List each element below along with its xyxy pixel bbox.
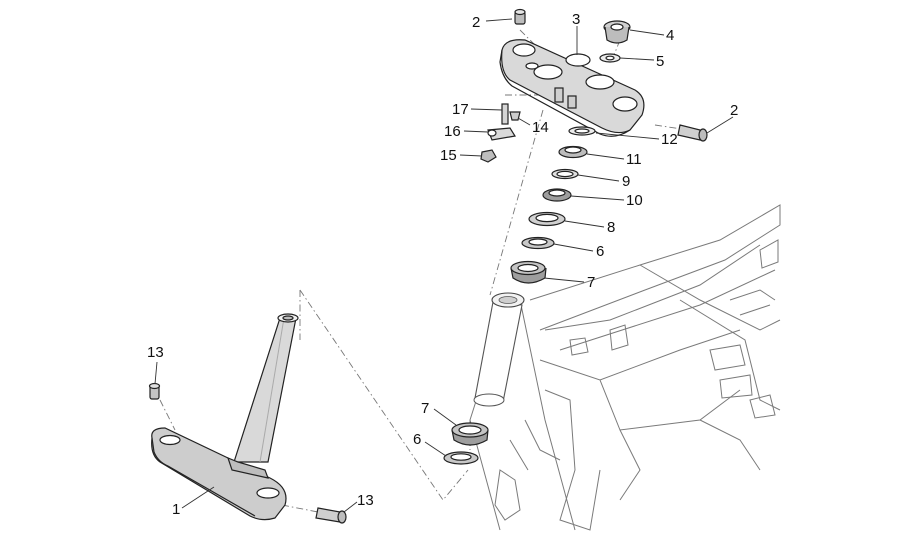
callout-9: 9 bbox=[622, 173, 630, 190]
callout-8: 8 bbox=[607, 219, 615, 236]
callout-2-side: 2 bbox=[730, 102, 738, 119]
bracket-16 bbox=[487, 127, 516, 141]
callout-6-upper: 6 bbox=[596, 243, 604, 260]
callout-7-lower: 7 bbox=[421, 400, 429, 417]
callout-2-top: 2 bbox=[472, 14, 480, 31]
bearing-7-lower bbox=[451, 422, 489, 446]
nut-10 bbox=[542, 188, 572, 202]
callout-12: 12 bbox=[661, 131, 678, 148]
bolt-2-side bbox=[677, 124, 708, 142]
callout-4: 4 bbox=[666, 27, 674, 44]
callout-3: 3 bbox=[572, 11, 580, 28]
callout-5: 5 bbox=[656, 53, 664, 70]
callout-15: 15 bbox=[440, 147, 457, 164]
seal-8 bbox=[528, 211, 566, 227]
bearing-7-upper bbox=[510, 260, 547, 284]
race-6-lower bbox=[443, 451, 479, 465]
callout-7-upper: 7 bbox=[587, 274, 595, 291]
washer-5 bbox=[599, 53, 621, 63]
callout-10: 10 bbox=[626, 192, 643, 209]
clip-14 bbox=[509, 111, 521, 121]
callout-11: 11 bbox=[626, 151, 642, 168]
cap-4 bbox=[603, 20, 631, 44]
ring-12 bbox=[568, 126, 596, 136]
nut-11 bbox=[558, 145, 588, 159]
bolt-2-top bbox=[514, 8, 526, 25]
lower-triple-clamp-stem bbox=[151, 313, 299, 521]
callout-16: 16 bbox=[444, 123, 461, 140]
race-6-upper bbox=[521, 236, 555, 250]
nut-15 bbox=[480, 149, 497, 163]
steering-head-tube bbox=[473, 292, 525, 407]
leader-lines bbox=[154, 18, 734, 513]
callout-labels: 2 3 4 5 2 17 14 16 12 15 11 9 10 8 6 7 1… bbox=[147, 11, 738, 518]
callout-1: 1 bbox=[172, 501, 180, 518]
washer-9 bbox=[551, 168, 579, 180]
motorcycle-frame bbox=[469, 204, 781, 531]
callout-6-lower: 6 bbox=[413, 431, 421, 448]
callout-13-bottom: 13 bbox=[357, 492, 374, 509]
callout-14: 14 bbox=[532, 119, 549, 136]
upper-triple-clamp bbox=[499, 39, 645, 137]
callout-13-top: 13 bbox=[147, 344, 164, 361]
bolt-13-bottom bbox=[315, 507, 347, 524]
bolt-13-top bbox=[148, 382, 161, 400]
pin-17 bbox=[501, 103, 509, 125]
callout-17: 17 bbox=[452, 101, 469, 118]
